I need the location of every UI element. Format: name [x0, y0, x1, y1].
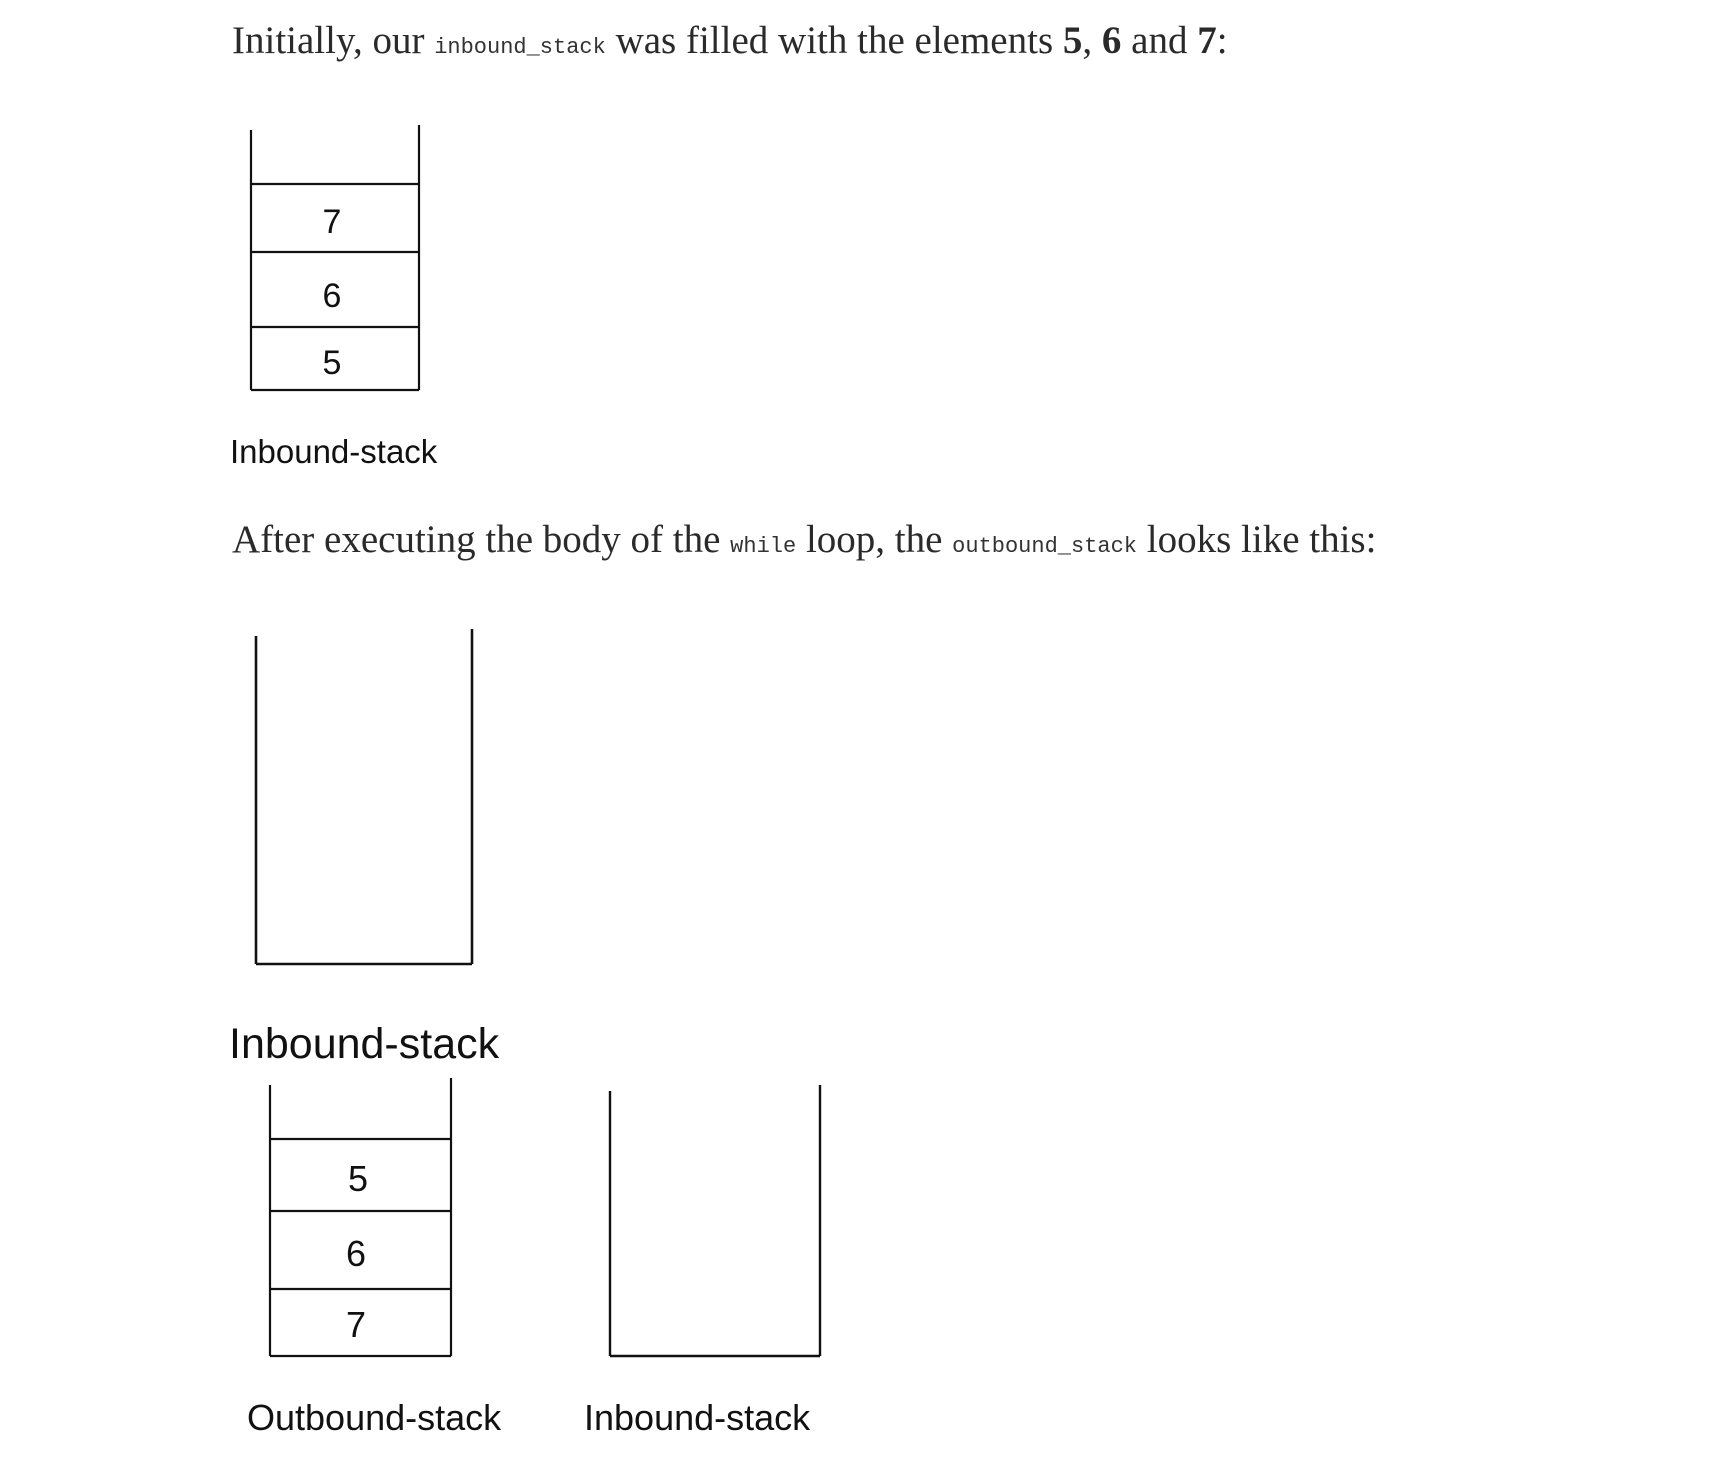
intro-text-before: Initially, our	[232, 19, 435, 62]
figure3-outbound-caption: Outbound-stack	[247, 1397, 502, 1438]
intro-text-mid: was filled with the elements	[605, 19, 1063, 62]
figure3-outbound-stack	[268, 1078, 453, 1358]
colon: :	[1216, 19, 1228, 62]
comma: ,	[1082, 19, 1102, 62]
after-text-mid: loop, the	[796, 518, 953, 561]
element-7: 7	[1197, 19, 1217, 62]
and-text: and	[1121, 19, 1198, 62]
figure3-empty-inbound-stack	[608, 1085, 822, 1358]
figure1-cell-middle: 6	[323, 277, 342, 315]
figure3-outbound-cell-bottom: 7	[346, 1304, 366, 1345]
inbound-stack-code: inbound_stack	[434, 35, 606, 60]
element-5: 5	[1062, 19, 1083, 62]
after-text-after: looks like this:	[1137, 518, 1377, 561]
figure1-caption: Inbound-stack	[230, 433, 438, 470]
figure2-empty-inbound-stack	[254, 629, 474, 966]
intro-paragraph: Initially, our inbound_stack was filled …	[232, 18, 1228, 65]
figure3-outbound-cell-top: 5	[348, 1158, 368, 1199]
after-text-before: After executing the body of the	[232, 518, 731, 561]
element-6: 6	[1101, 19, 1122, 62]
figure3-outbound-cell-middle: 6	[346, 1233, 366, 1274]
figure3-inbound-caption: Inbound-stack	[584, 1397, 811, 1438]
while-code: while	[730, 534, 797, 559]
figure2-caption: Inbound-stack	[229, 1020, 500, 1068]
figure1-cell-bottom: 5	[323, 344, 342, 382]
figure1-inbound-stack	[249, 125, 421, 392]
after-loop-paragraph: After executing the body of the while lo…	[232, 517, 1376, 564]
figure1-cell-top: 7	[323, 203, 342, 241]
outbound-stack-code: outbound_stack	[952, 534, 1138, 559]
